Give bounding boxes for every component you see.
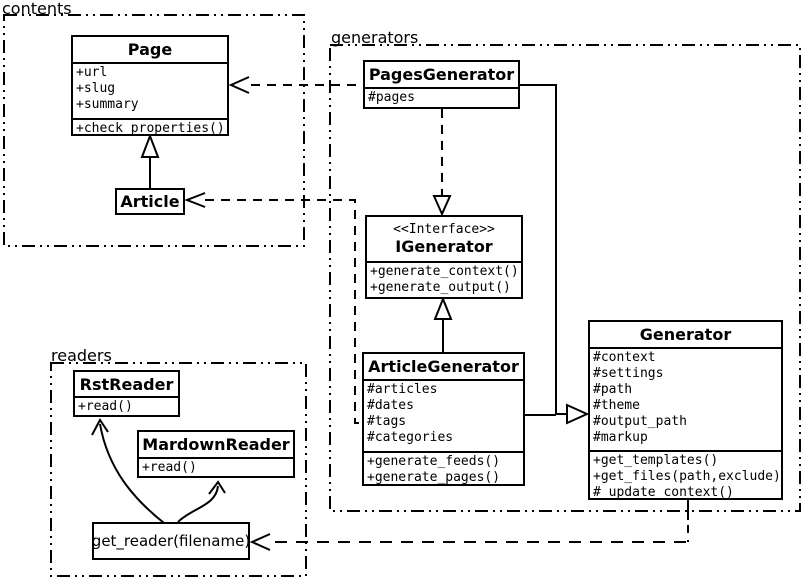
attribute: #settings [593, 366, 664, 381]
arrow-getreader-to-mardownreader [177, 480, 226, 523]
class-page-methods: +check_properties() [73, 118, 227, 134]
attribute: +slug [76, 81, 116, 96]
attribute: #path [593, 382, 633, 397]
attribute: +url [76, 65, 108, 80]
arrow-pagesgenerator-to-igenerator [432, 109, 452, 217]
class-page-attributes: +url +slug +summary [73, 62, 227, 118]
class-articlegenerator: ArticleGenerator #articles #dates #tags … [362, 352, 525, 486]
method: #_update_context() [593, 485, 734, 498]
method: +read() [78, 399, 133, 414]
arrow-article-to-page [140, 133, 160, 188]
class-mardownreader-methods: +read() [139, 457, 293, 476]
attribute: #theme [593, 398, 640, 413]
class-pagesgenerator-title: PagesGenerator [368, 65, 515, 84]
class-pagesgenerator: PagesGenerator #pages [363, 60, 520, 109]
class-igenerator: <<Interface>> IGenerator +generate_conte… [365, 215, 523, 299]
attribute: #categories [367, 430, 454, 445]
class-generator-methods: +get_templates() +get_files(path,exclude… [590, 450, 781, 498]
class-igenerator-name: IGenerator [395, 237, 493, 256]
class-pagesgenerator-attributes: #pages [365, 87, 518, 107]
package-contents-label: contents [2, 0, 72, 18]
attribute: #markup [593, 430, 648, 445]
arrow-pagesgenerator-to-page [228, 76, 364, 94]
attribute: #output_path [593, 414, 687, 429]
package-readers-label: readers [51, 346, 112, 365]
attribute: +summary [76, 97, 139, 112]
method: +generate_feeds() [367, 454, 501, 469]
class-article: Article [115, 188, 185, 215]
class-page: Page +url +slug +summary +check_properti… [71, 35, 229, 136]
class-igenerator-stereotype: <<Interface>> [393, 222, 495, 237]
method: +get_templates() [593, 453, 719, 468]
arrow-generators-to-generator [520, 84, 590, 425]
method: +generate_pages() [367, 470, 501, 484]
package-contents-border [3, 14, 305, 247]
arrow-articlegenerator-to-article [184, 192, 362, 424]
method: +get_files(path,exclude) [593, 469, 781, 484]
arrow-getreader-to-rstreader [91, 418, 165, 524]
class-rstreader-methods: +read() [75, 396, 178, 415]
class-mardownreader-title: MardownReader [142, 435, 290, 454]
attribute: #articles [367, 382, 438, 397]
attribute: #pages [368, 90, 415, 105]
class-article-title: Article [120, 192, 180, 211]
method: +generate_output() [370, 280, 511, 295]
arrow-articlegenerator-to-igenerator [433, 296, 453, 352]
attribute: #context [593, 350, 656, 365]
method: +check_properties() [76, 121, 225, 134]
package-readers-border [50, 362, 307, 577]
get-reader-box: get_reader(filename) [92, 522, 250, 560]
attribute: #dates [367, 398, 414, 413]
class-igenerator-title: <<Interface>> IGenerator [367, 217, 521, 261]
class-igenerator-methods: +generate_context() +generate_output() [367, 261, 521, 297]
class-articlegenerator-attributes: #articles #dates #tags #categories [364, 379, 523, 451]
method: +generate_context() [370, 264, 519, 279]
attribute: #tags [367, 414, 407, 429]
package-generators-label: generators [331, 28, 419, 47]
class-page-title: Page [127, 40, 173, 59]
class-rstreader: RstReader +read() [73, 370, 180, 417]
package-generators-border [329, 44, 801, 512]
class-mardownreader: MardownReader +read() [137, 430, 295, 478]
class-articlegenerator-methods: +generate_feeds() +generate_pages() [364, 451, 523, 484]
class-articlegenerator-title: ArticleGenerator [368, 357, 519, 376]
class-rstreader-title: RstReader [79, 374, 174, 394]
arrow-generator-to-getreader [249, 497, 689, 551]
class-generator-title: Generator [639, 325, 732, 344]
class-generator-attributes: #context #settings #path #theme #output_… [590, 347, 781, 450]
class-generator: Generator #context #settings #path #them… [588, 320, 783, 500]
method: +read() [142, 460, 197, 475]
